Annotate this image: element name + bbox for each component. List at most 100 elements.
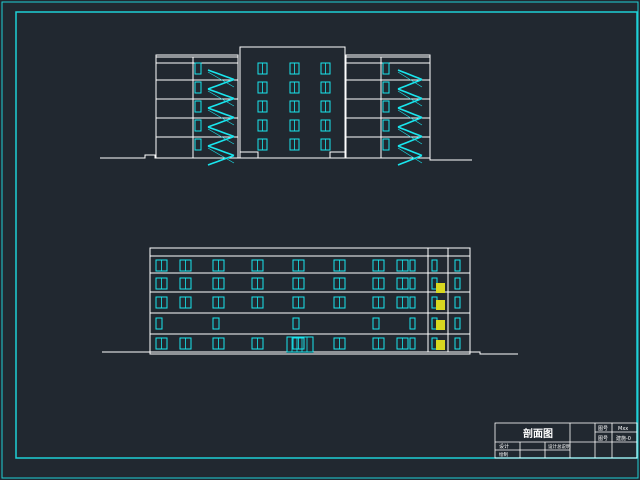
section-window — [382, 119, 390, 132]
elevation-window-narrow — [454, 317, 461, 330]
elevation-window — [333, 296, 346, 309]
stair-rail — [397, 71, 423, 88]
elevation-window — [372, 277, 385, 290]
section-window — [320, 119, 331, 132]
title-block-left-3: 绘制 — [499, 451, 508, 458]
elevation-window — [179, 296, 192, 309]
elevation-window — [179, 277, 192, 290]
elevation-window — [212, 277, 225, 290]
elevation-window-frame — [292, 317, 300, 330]
elevation-window-frame — [372, 317, 380, 330]
stair-flight — [207, 78, 235, 90]
elevation-window — [155, 317, 163, 330]
section-window — [257, 62, 268, 75]
elevation-window — [396, 337, 409, 350]
title-block-left-2: 设计总说明 — [548, 443, 571, 450]
stair-highlight — [436, 320, 445, 330]
stair-flight — [207, 97, 235, 109]
section-right-wing — [345, 54, 431, 159]
title-block-drawing-title: 剖面图 — [523, 427, 553, 440]
elevation-window — [251, 259, 264, 272]
section-window — [320, 100, 331, 113]
elevation-window — [179, 259, 192, 272]
section-window — [382, 62, 390, 75]
elevation-window — [212, 337, 225, 350]
section-window — [257, 119, 268, 132]
elevation-windows — [155, 259, 461, 353]
title-block-left-1: 设计 — [499, 443, 509, 450]
stair-flight — [207, 135, 235, 147]
stair-flight — [397, 69, 423, 81]
elevation-window-narrow — [409, 259, 416, 272]
stair-rail — [207, 71, 235, 88]
elevation-outline — [149, 247, 471, 353]
stair-flight — [397, 78, 423, 90]
title-block-label-b: 图号 — [598, 436, 608, 442]
elevation-window — [396, 277, 409, 290]
elevation-window-narrow — [409, 337, 416, 350]
stair-flight — [207, 116, 235, 128]
section-window — [320, 81, 331, 94]
stair-rail — [397, 128, 423, 145]
stair-flight — [397, 135, 423, 147]
title-block — [494, 422, 638, 459]
stair-flight — [207, 126, 235, 138]
elevation-window — [396, 259, 409, 272]
inner-frame — [15, 11, 638, 459]
section-window — [382, 81, 390, 94]
elevation-window — [333, 337, 346, 350]
elevation-window-narrow — [454, 337, 461, 350]
elevation-window — [292, 317, 300, 330]
stair-rail — [207, 90, 235, 107]
section-window — [289, 81, 300, 94]
title-block-value-b: 建施-0 — [616, 435, 631, 442]
stair-flight — [397, 107, 423, 119]
door-frame — [286, 336, 314, 353]
title-block-label-a: 图号 — [598, 426, 608, 432]
title-block-value-a: Mxx — [618, 426, 628, 432]
section-window — [257, 81, 268, 94]
stair-flight — [207, 69, 235, 81]
section-window — [257, 100, 268, 113]
elevation-window — [212, 296, 225, 309]
elevation-window — [155, 337, 168, 350]
elevation-window — [372, 296, 385, 309]
section-window — [289, 119, 300, 132]
section-window — [289, 138, 300, 151]
elevation-stair-highlights — [436, 283, 445, 350]
stair-flight — [397, 145, 423, 157]
elevation-window-narrow — [454, 259, 461, 272]
elevation-window — [212, 259, 225, 272]
section-window — [194, 119, 202, 132]
section-window — [289, 100, 300, 113]
stair-rail — [207, 147, 235, 164]
stair-flight — [207, 154, 235, 166]
section-window — [194, 81, 202, 94]
section-window — [257, 138, 268, 151]
elevation-window — [155, 296, 168, 309]
stair-rail — [207, 128, 235, 145]
elevation-window-narrow — [454, 296, 461, 309]
section-window — [320, 138, 331, 151]
elevation-window — [212, 317, 220, 330]
elevation-window — [251, 296, 264, 309]
section-window — [194, 138, 202, 151]
elevation-window — [155, 277, 168, 290]
elevation-window-narrow — [409, 317, 416, 330]
section-window — [194, 62, 202, 75]
section-window — [382, 100, 390, 113]
elevation-window — [292, 337, 305, 350]
section-left-wing — [155, 54, 239, 159]
elevation-window — [179, 337, 192, 350]
stair-highlight — [436, 300, 445, 310]
elevation-window — [372, 259, 385, 272]
elevation-window — [292, 277, 305, 290]
elevation-window — [372, 317, 380, 330]
section-stairs — [207, 69, 423, 166]
elevation-window-narrow — [409, 277, 416, 290]
section-window — [289, 62, 300, 75]
section-windows — [194, 62, 390, 151]
elevation-window-narrow — [409, 296, 416, 309]
